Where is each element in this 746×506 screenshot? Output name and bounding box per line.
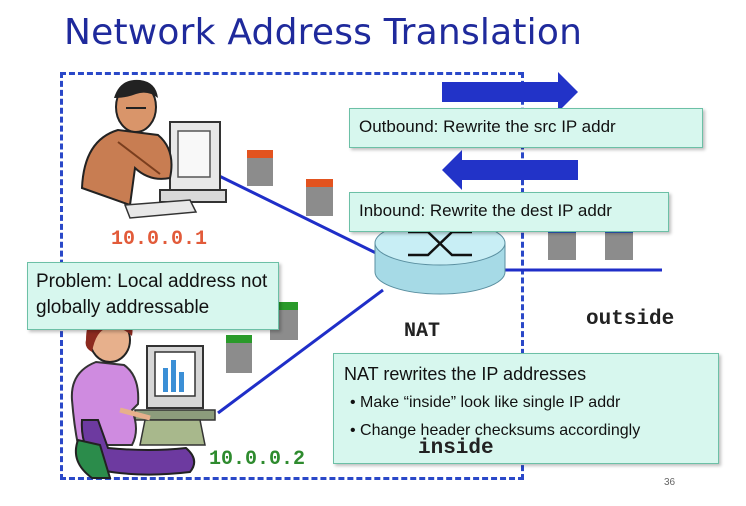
problem-callout: Problem: Local address not globally addr…: [27, 262, 279, 330]
inbound-arrow-icon: [442, 150, 578, 190]
outside-label: outside: [586, 308, 675, 331]
nat-label: NAT: [404, 320, 441, 343]
inbound-callout: Inbound: Rewrite the dest IP addr: [349, 192, 669, 232]
outbound-callout: Outbound: Rewrite the src IP addr: [349, 108, 703, 148]
link-host1-router: [206, 168, 381, 257]
slide-title: Network Address Translation: [64, 12, 583, 53]
page-number: 36: [664, 477, 676, 488]
nat-callout: NAT rewrites the IP addresses • Make “in…: [333, 353, 719, 464]
host1-ip-label: 10.0.0.1: [111, 228, 208, 251]
host2-ip-label: 10.0.0.2: [209, 448, 306, 471]
nat-callout-bullet: • Change header checksums accordingly: [350, 422, 641, 439]
packet-icon: [226, 335, 252, 373]
link-host2-router: [217, 288, 384, 415]
man-at-computer-icon: [80, 79, 227, 219]
inside-label: inside: [418, 437, 494, 460]
router-icon: [374, 220, 506, 295]
packet-icon: [247, 150, 273, 186]
outbound-arrow-icon: [442, 72, 578, 112]
woman-at-computer-icon: [70, 311, 216, 479]
nat-callout-heading: NAT rewrites the IP addresses: [344, 364, 587, 384]
nat-callout-bullet: • Make “inside” look like single IP addr: [350, 394, 621, 411]
packet-icon: [306, 179, 333, 216]
